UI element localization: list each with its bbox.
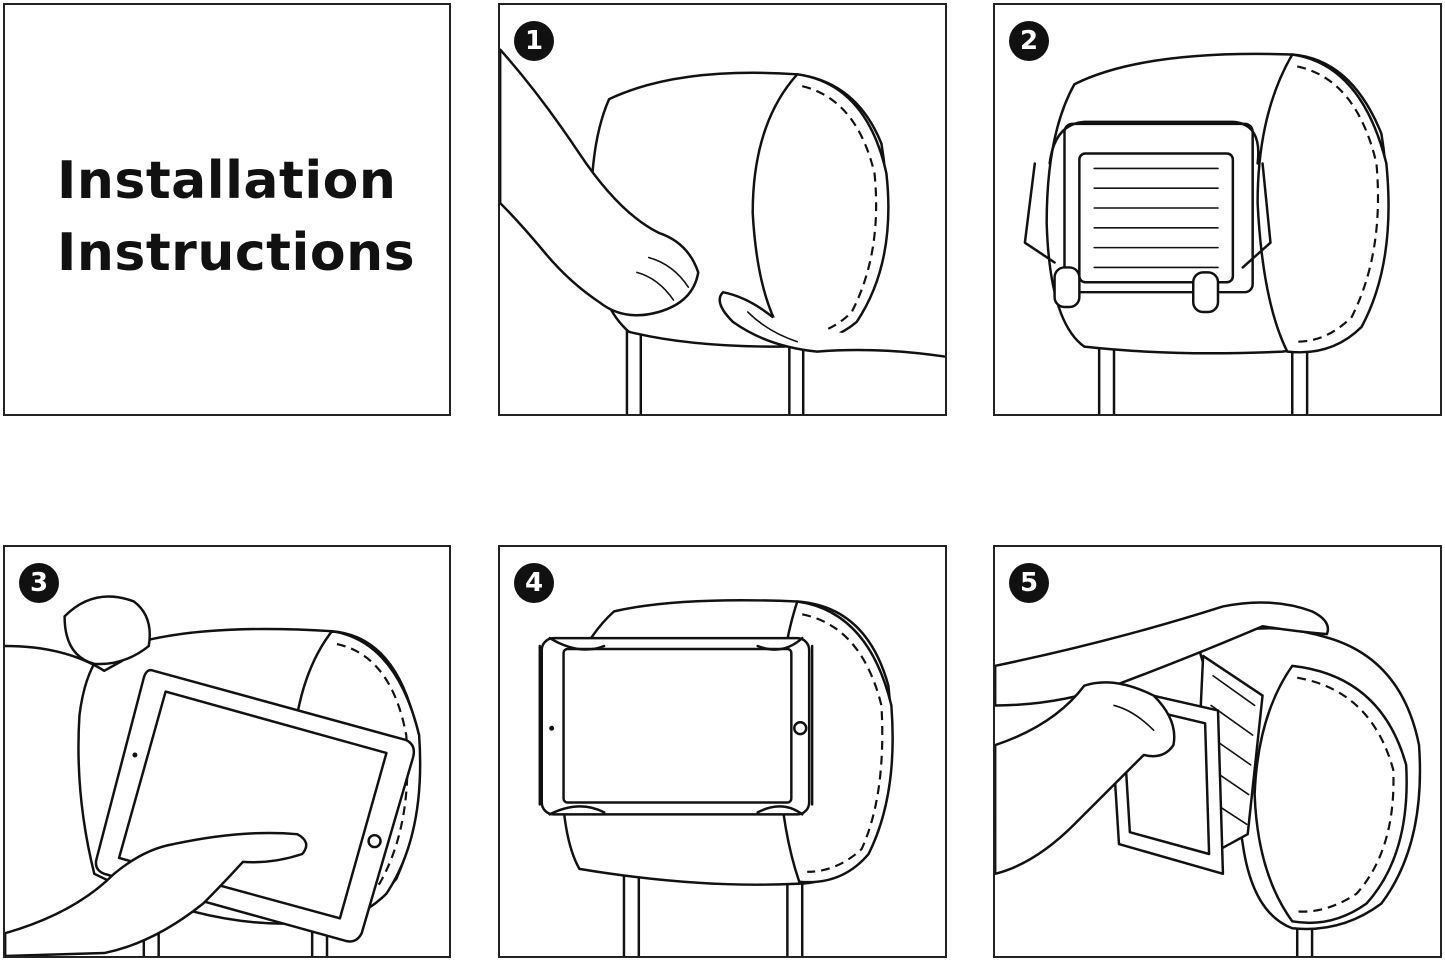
step-5-panel: 5 [993, 545, 1442, 958]
instructions-title: Installation Instructions [57, 145, 415, 289]
step-1-illustration [500, 48, 945, 414]
step-1-number-badge: 1 [514, 21, 554, 61]
step-5-number-badge: 5 [1009, 563, 1049, 603]
step-4-panel: 4 [498, 545, 947, 958]
title-panel: Installation Instructions [3, 3, 451, 416]
step-3-number-badge: 3 [19, 563, 59, 603]
step-4-illustration [538, 599, 894, 956]
step-1-panel: 1 [498, 3, 947, 416]
step-3-panel: 3 [3, 545, 451, 958]
step-3-illustration [5, 595, 422, 956]
step-5-illustration [995, 601, 1422, 956]
step-2-number-badge: 2 [1009, 21, 1049, 61]
step-4-number-badge: 4 [514, 563, 554, 603]
step-2-illustration [1023, 52, 1390, 414]
step-2-panel: 2 [993, 3, 1442, 416]
title-line-2: Instructions [57, 223, 416, 283]
title-line-1: Installation [57, 151, 397, 211]
